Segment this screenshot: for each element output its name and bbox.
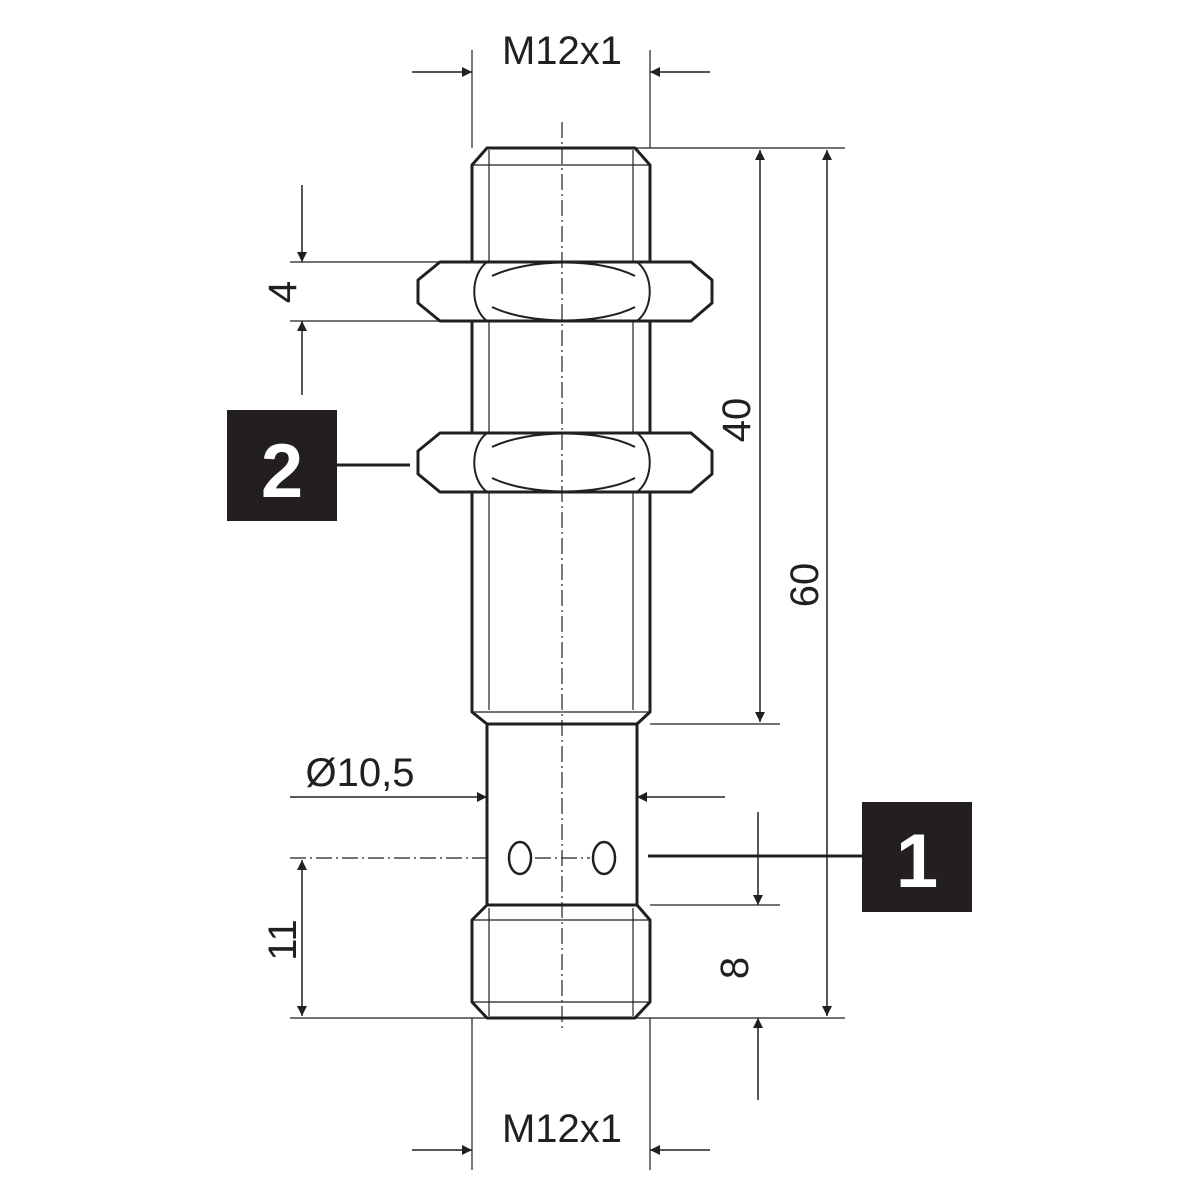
callout-label-2: 2 bbox=[261, 429, 303, 514]
connector-thread bbox=[470, 903, 652, 1020]
callout-box-2 bbox=[227, 410, 337, 521]
label-neck-diameter: Ø10,5 bbox=[306, 751, 415, 795]
led-indicators bbox=[507, 840, 617, 876]
label-thread-bottom: M12x1 bbox=[502, 1107, 622, 1151]
led-hole-right bbox=[591, 840, 617, 876]
label-thread-top: M12x1 bbox=[502, 29, 622, 73]
callout-label-1: 1 bbox=[896, 819, 938, 904]
label-led-offset: 11 bbox=[261, 919, 305, 961]
lower-nut bbox=[416, 431, 714, 494]
label-thread-length: 40 bbox=[715, 398, 759, 443]
callout-led: 1 bbox=[648, 802, 972, 912]
label-connector-length: 8 bbox=[713, 957, 757, 979]
label-overall-length: 60 bbox=[783, 563, 827, 608]
callout-box-1 bbox=[862, 802, 972, 912]
callout-nut: 2 bbox=[227, 410, 410, 521]
label-nut-thickness: 4 bbox=[261, 281, 305, 303]
extension-lines bbox=[290, 50, 845, 1170]
thread-lines bbox=[472, 150, 650, 1016]
centerlines bbox=[290, 122, 590, 1030]
dimension-arrows bbox=[290, 67, 832, 1155]
neck-section bbox=[485, 724, 639, 905]
led-hole-left bbox=[507, 840, 533, 876]
upper-nut bbox=[416, 260, 714, 323]
